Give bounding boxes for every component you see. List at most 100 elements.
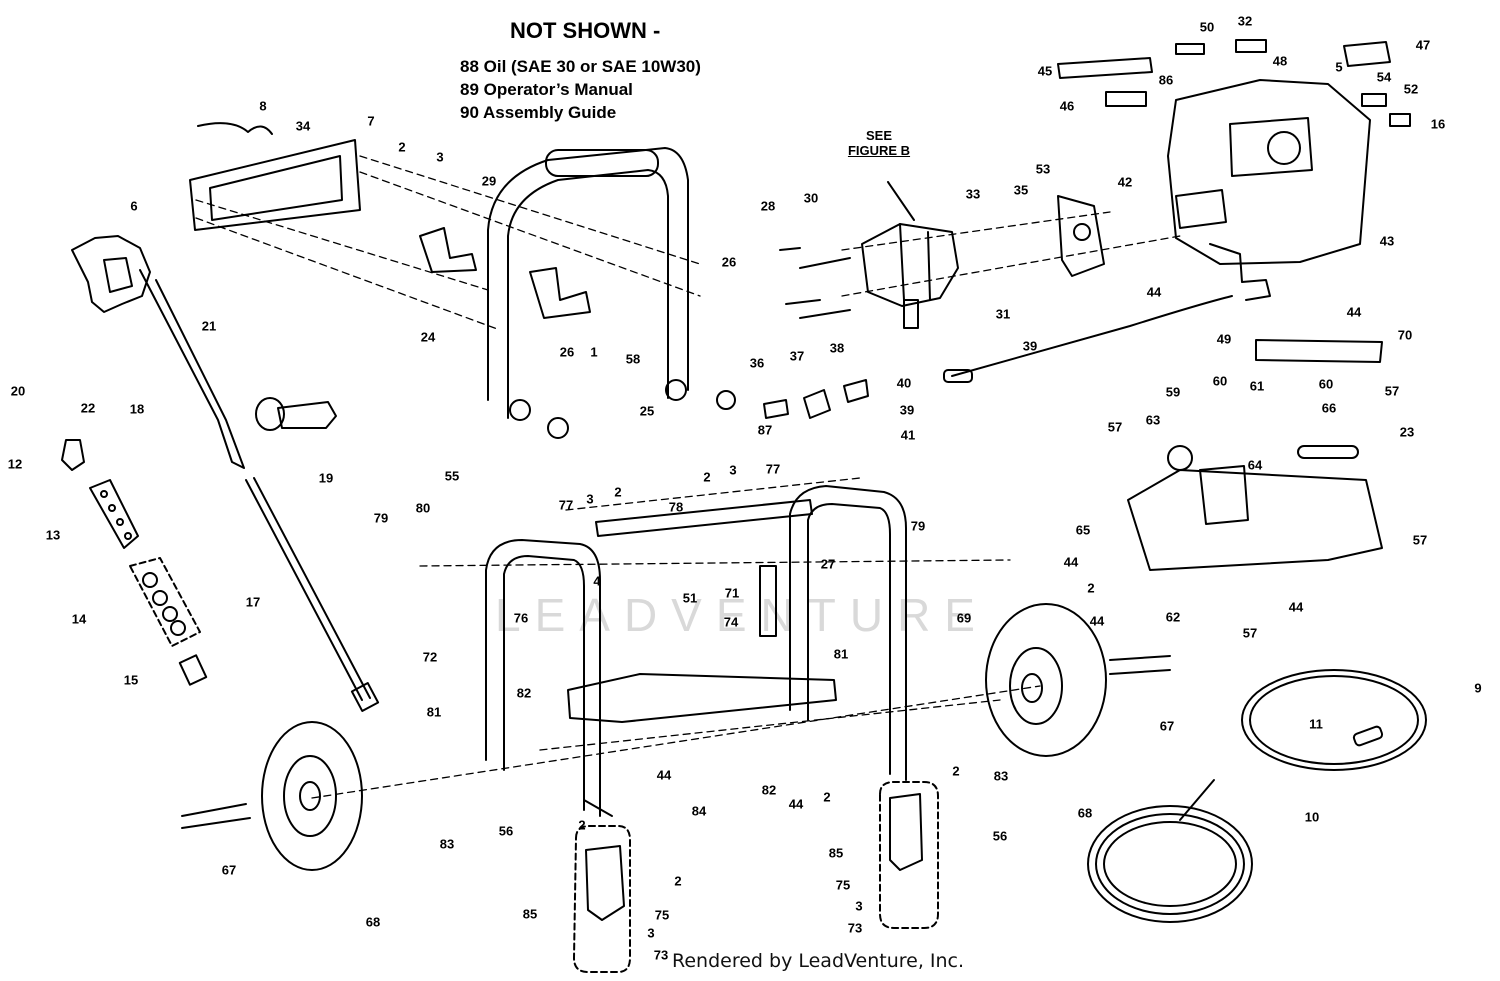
part-callout-6: 6 — [130, 198, 137, 213]
part-callout-31: 31 — [996, 306, 1010, 321]
part-callout-81: 81 — [427, 704, 441, 719]
axles — [181, 655, 1171, 829]
part-callout-81: 81 — [834, 646, 848, 661]
hose-hook — [419, 227, 591, 319]
see-figure-line2: FIGURE B — [847, 143, 911, 158]
part-callout-20: 20 — [11, 383, 25, 398]
mounting-bracket — [189, 122, 361, 231]
part-callout-73: 73 — [848, 920, 862, 935]
soap-nozzle — [178, 654, 208, 686]
carabiner — [61, 439, 85, 471]
part-callout-40: 40 — [897, 375, 911, 390]
part-callout-2: 2 — [1087, 580, 1094, 595]
part-callout-68: 68 — [366, 914, 380, 929]
part-callout-28: 28 — [761, 198, 775, 213]
part-callout-2: 2 — [952, 763, 959, 778]
part-callout-44: 44 — [1064, 554, 1079, 569]
see-figure-note: SEE FIGURE B — [845, 128, 913, 158]
part-callout-15: 15 — [124, 672, 138, 687]
part-callout-62: 62 — [1166, 609, 1180, 624]
part-callout-63: 63 — [1146, 412, 1160, 427]
part-callout-16: 16 — [1431, 116, 1445, 131]
part-callout-39: 39 — [900, 402, 914, 417]
watermark-text: LEADVENTURE — [495, 589, 989, 641]
part-callout-33: 33 — [966, 186, 980, 201]
garden-hose — [1241, 669, 1427, 771]
alignment-lines — [195, 155, 1181, 799]
part-callout-12: 12 — [8, 456, 22, 471]
pump-flange — [1057, 195, 1105, 277]
part-callout-3: 3 — [729, 462, 736, 477]
part-callout-43: 43 — [1380, 233, 1394, 248]
part-callout-73: 73 — [654, 947, 668, 962]
part-callout-44: 44 — [1090, 613, 1105, 628]
part-callout-72: 72 — [423, 649, 437, 664]
part-callout-26: 26 — [560, 344, 574, 359]
part-callout-56: 56 — [499, 823, 513, 838]
part-callout-11: 11 — [1309, 716, 1323, 731]
pump-assembly — [861, 181, 959, 329]
part-callout-69: 69 — [957, 610, 971, 625]
part-callout-39: 39 — [1023, 338, 1037, 353]
right-wheel — [985, 603, 1107, 757]
part-callout-56: 56 — [993, 828, 1007, 843]
part-callout-65: 65 — [1076, 522, 1090, 537]
part-callout-78: 78 — [669, 499, 683, 514]
part-callout-86: 86 — [1159, 72, 1173, 87]
left-wheel — [261, 721, 363, 871]
part-callout-44: 44 — [1147, 284, 1162, 299]
part-callout-80: 80 — [416, 500, 430, 515]
part-callout-10: 10 — [1305, 809, 1319, 824]
nozzle-set — [129, 557, 201, 647]
part-callout-64: 64 — [1248, 457, 1263, 472]
part-callout-30: 30 — [804, 190, 818, 205]
part-callout-60: 60 — [1319, 376, 1333, 391]
not-shown-title: NOT SHOWN - — [510, 18, 661, 43]
part-callout-45: 45 — [1038, 63, 1052, 78]
part-callout-82: 82 — [762, 782, 776, 797]
part-callout-68: 68 — [1078, 805, 1092, 820]
render-credit: Rendered by LeadVenture, Inc. — [672, 950, 965, 972]
frame-handle — [487, 147, 736, 439]
part-callout-74: 74 — [724, 614, 739, 629]
part-callout-34: 34 — [296, 118, 311, 133]
part-callout-83: 83 — [994, 768, 1008, 783]
part-callout-9: 9 — [1474, 680, 1481, 695]
part-callout-61: 61 — [1250, 378, 1264, 393]
part-callout-2: 2 — [398, 139, 405, 154]
engine — [1167, 79, 1371, 301]
part-callout-37: 37 — [790, 348, 804, 363]
part-callout-13: 13 — [46, 527, 60, 542]
control-panel-assembly — [1127, 339, 1383, 571]
part-callout-76: 76 — [514, 610, 528, 625]
part-callout-67: 67 — [1160, 718, 1174, 733]
foot-left — [573, 825, 631, 973]
part-callout-26: 26 — [722, 254, 736, 269]
part-callout-25: 25 — [640, 403, 654, 418]
unloader-cable — [943, 295, 1233, 383]
part-callout-3: 3 — [647, 925, 654, 940]
part-callout-2: 2 — [703, 469, 710, 484]
part-callout-44: 44 — [789, 796, 804, 811]
part-callout-24: 24 — [421, 329, 436, 344]
part-callout-44: 44 — [657, 767, 672, 782]
part-callout-42: 42 — [1118, 174, 1132, 189]
not-shown-item-oil: 88 Oil (SAE 30 or SAE 10W30) — [460, 57, 701, 76]
foot-right — [879, 781, 939, 929]
part-callout-14: 14 — [72, 611, 87, 626]
lance-wand — [245, 477, 380, 712]
part-callout-87: 87 — [758, 422, 772, 437]
not-shown-item-manual: 89 Operator’s Manual — [460, 80, 633, 99]
part-callout-79: 79 — [911, 518, 925, 533]
part-callout-71: 71 — [725, 585, 739, 600]
part-callout-84: 84 — [692, 803, 707, 818]
inlet-fittings — [763, 379, 869, 419]
part-callout-58: 58 — [626, 351, 640, 366]
part-callout-44: 44 — [1347, 304, 1362, 319]
part-callout-1: 1 — [590, 344, 597, 359]
part-callout-75: 75 — [655, 907, 669, 922]
part-callout-79: 79 — [374, 510, 388, 525]
part-callout-2: 2 — [823, 789, 830, 804]
